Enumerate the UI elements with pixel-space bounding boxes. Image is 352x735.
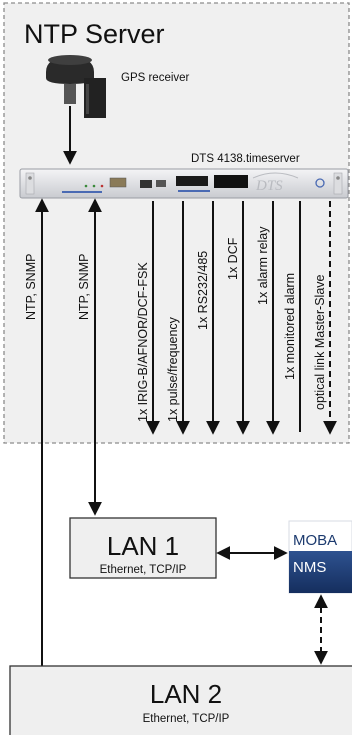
dts-timeserver-device: DTS (19, 168, 349, 199)
output-label-6: 1x monitored alarm (283, 273, 297, 380)
output-label-2: 1x pulse/frequency (166, 316, 180, 422)
link-outer-label: NTP, SNMP (24, 254, 38, 320)
link-inner-label: NTP, SNMP (77, 254, 91, 320)
lan1-title: LAN 1 (107, 531, 179, 561)
lan1-subtitle: Ethernet, TCP/IP (100, 564, 187, 576)
gps-receiver-label: GPS receiver (121, 72, 190, 84)
lan2-title: LAN 2 (150, 679, 222, 709)
gps-receiver-icon (46, 55, 106, 118)
lan1-box (69, 517, 217, 579)
nms-top-label: MOBA (293, 532, 337, 549)
ntp-server-title: NTP Server (24, 19, 165, 49)
nms-bottom-label: NMS (293, 559, 326, 576)
output-label-4: 1x DCF (226, 237, 240, 280)
device-label: DTS 4138.timeserver (191, 153, 300, 165)
moba-nms-logo: MOBA NMS (288, 520, 352, 594)
lan2-box (9, 665, 352, 735)
output-label-7: optical link Master-Slave (313, 274, 327, 410)
output-label-1: 1x IRIG-B/AFNOR/DCF-FSK (136, 262, 150, 422)
output-label-5: 1x alarm relay (256, 226, 270, 305)
output-label-3: 1x RS232/485 (196, 251, 210, 330)
device-logo: DTS (255, 178, 283, 194)
lan2-subtitle: Ethernet, TCP/IP (143, 713, 230, 725)
